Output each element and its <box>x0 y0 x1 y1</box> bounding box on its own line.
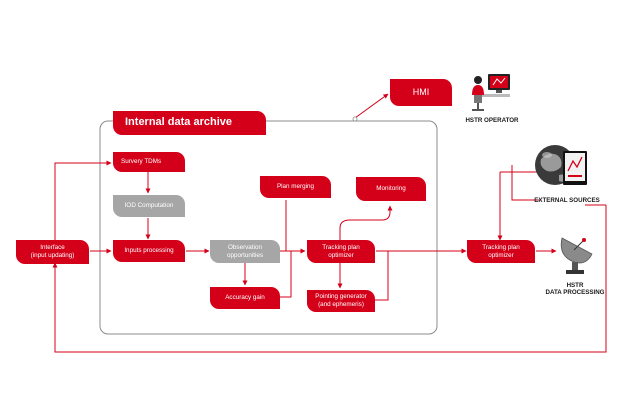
arrow-interface-to-survey <box>54 160 112 240</box>
pointing-generator-node: Pointing generator (and ephemeris) <box>307 290 375 312</box>
operator-workstation-icon <box>464 71 514 113</box>
interface-node: Interface (input updating) <box>16 240 89 264</box>
radar-dish-icon <box>556 232 596 276</box>
globe-monitor-icon <box>533 141 589 197</box>
arrow-archive-to-hmi <box>354 93 389 119</box>
observation-opportunities-node: Observation opportunities <box>210 240 280 263</box>
arrow-tracking-to-monitoring <box>339 205 393 240</box>
external-sources-label: EXTERNAL SOURCES <box>534 197 600 204</box>
inputs-processing-node: Inputs processing <box>113 240 185 262</box>
line-pointing-loop <box>375 251 389 301</box>
tracking-plan-optimizer-external-node: Tracking plan optimizer <box>467 240 535 263</box>
tracking-plan-optimizer-internal-node: Tracking plan optimizer <box>307 240 375 263</box>
line-sources-link-2 <box>511 165 540 201</box>
arrow-feedback-loop <box>52 205 607 353</box>
plan-merging-node: Plan merging <box>260 176 331 198</box>
line-accuracy-to-tracking <box>280 251 292 298</box>
hmi-node: HMI <box>390 79 452 106</box>
hstr-operator-label: HSTR OPERATOR <box>465 117 519 124</box>
accuracy-gain-node: Accuracy gain <box>210 287 280 309</box>
internal-data-archive-node: Internal data archive <box>113 111 266 135</box>
monitoring-node: Monitoring <box>356 177 426 201</box>
survey-tdms-node: Survery TDMs <box>113 152 185 172</box>
hstr-data-processing-label: HSTR DATA PROCESSING <box>545 282 605 296</box>
archive-frame <box>99 120 438 335</box>
iod-computation-node: IOD Computation <box>113 195 185 217</box>
